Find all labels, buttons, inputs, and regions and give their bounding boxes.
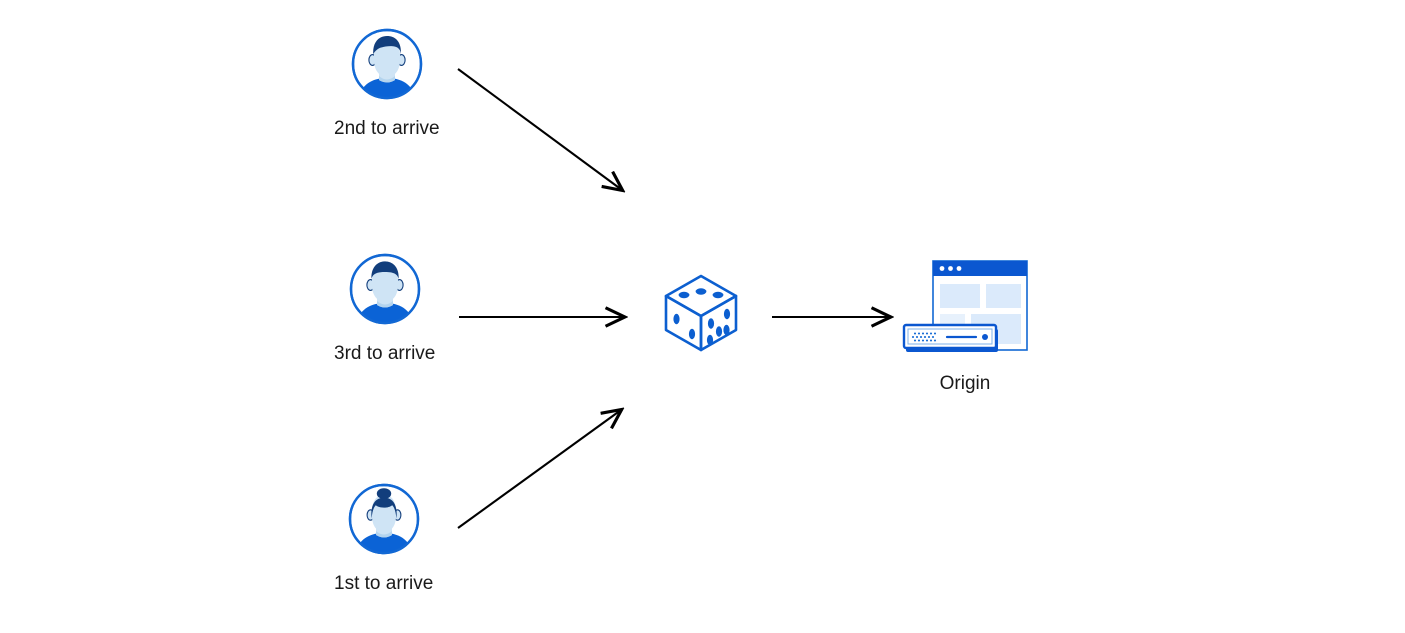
server-browser-icon — [900, 258, 1030, 358]
client-node-middle[interactable]: 3rd to arrive — [334, 252, 435, 366]
dice-icon — [658, 270, 744, 356]
client-label-top: 2nd to arrive — [334, 118, 440, 139]
user-avatar-icon — [348, 252, 422, 326]
server-appliance-icon — [902, 323, 998, 352]
user-avatar-icon — [347, 482, 421, 556]
arrow-bottom-to-dice — [457, 410, 621, 529]
client-label-bottom: 1st to arrive — [334, 573, 434, 594]
client-label-middle: 3rd to arrive — [334, 343, 436, 364]
user-avatar-icon — [350, 27, 424, 101]
origin-node[interactable]: Origin — [900, 258, 1030, 396]
arrow-top-to-dice — [457, 68, 622, 190]
client-node-bottom[interactable]: 1st to arrive — [334, 482, 433, 596]
client-node-top[interactable]: 2nd to arrive — [334, 27, 440, 141]
randomizer-node[interactable] — [658, 270, 744, 356]
origin-label: Origin — [939, 373, 991, 394]
